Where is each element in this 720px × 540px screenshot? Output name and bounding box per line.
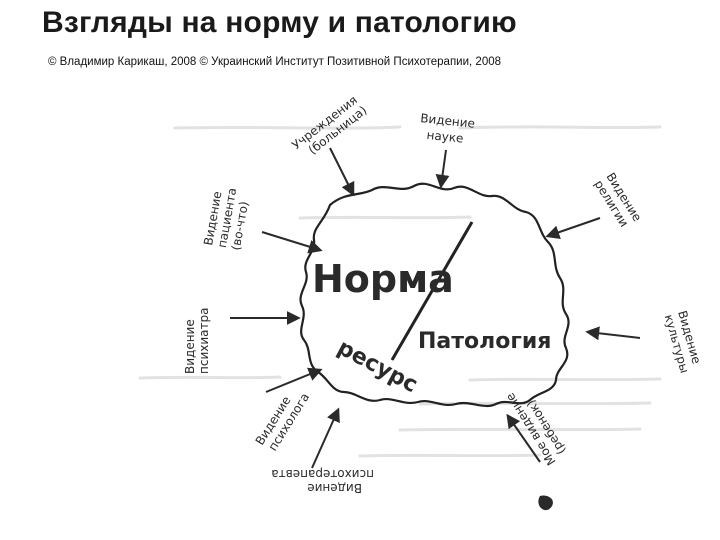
arrow-psychotherapist [311, 407, 340, 469]
perspective-psychotherapist: Видение психотерапевта [271, 467, 374, 495]
perspective-psychiatrist: Видение психиатра [183, 308, 211, 374]
norm-label: Норма [312, 257, 454, 301]
svg-text:психиатра: психиатра [197, 308, 211, 374]
svg-text:Видение: Видение [183, 319, 197, 374]
slide-subtitle: © Владимир Карикаш, 2008 © Украинский Ин… [48, 56, 502, 68]
svg-text:психотерапевта: психотерапевта [271, 467, 374, 481]
perspective-culture: Видение культуры [662, 309, 704, 375]
norm-blob-outline [299, 182, 570, 408]
svg-text:Видение: Видение [307, 481, 362, 495]
arrow-institution [329, 147, 355, 197]
perspective-science: Видение науке [420, 111, 476, 146]
pathology-label: Патология [418, 329, 551, 354]
svg-text:науке: науке [426, 128, 464, 146]
divider-line [390, 221, 474, 361]
perspective-psychologist: Видение психолога [253, 390, 312, 453]
svg-text:Видение: Видение [420, 111, 476, 131]
arrow-science [435, 149, 450, 189]
arrow-mine [506, 413, 541, 463]
slide-title: Взгляды на норму и патологию [42, 6, 517, 39]
arrow-psychologist [265, 367, 323, 393]
arrow-religion [545, 217, 601, 239]
resource-label: ресурс [333, 335, 421, 398]
perspective-arrows [230, 147, 641, 469]
perspective-patient: Видение пациента (во-что) [201, 187, 251, 252]
faint-background-text [138, 125, 662, 458]
perspective-religion: Видение религии [592, 170, 645, 229]
mine-small-mark [538, 495, 553, 511]
arrow-patient [261, 231, 323, 254]
arrow-culture [585, 326, 641, 341]
